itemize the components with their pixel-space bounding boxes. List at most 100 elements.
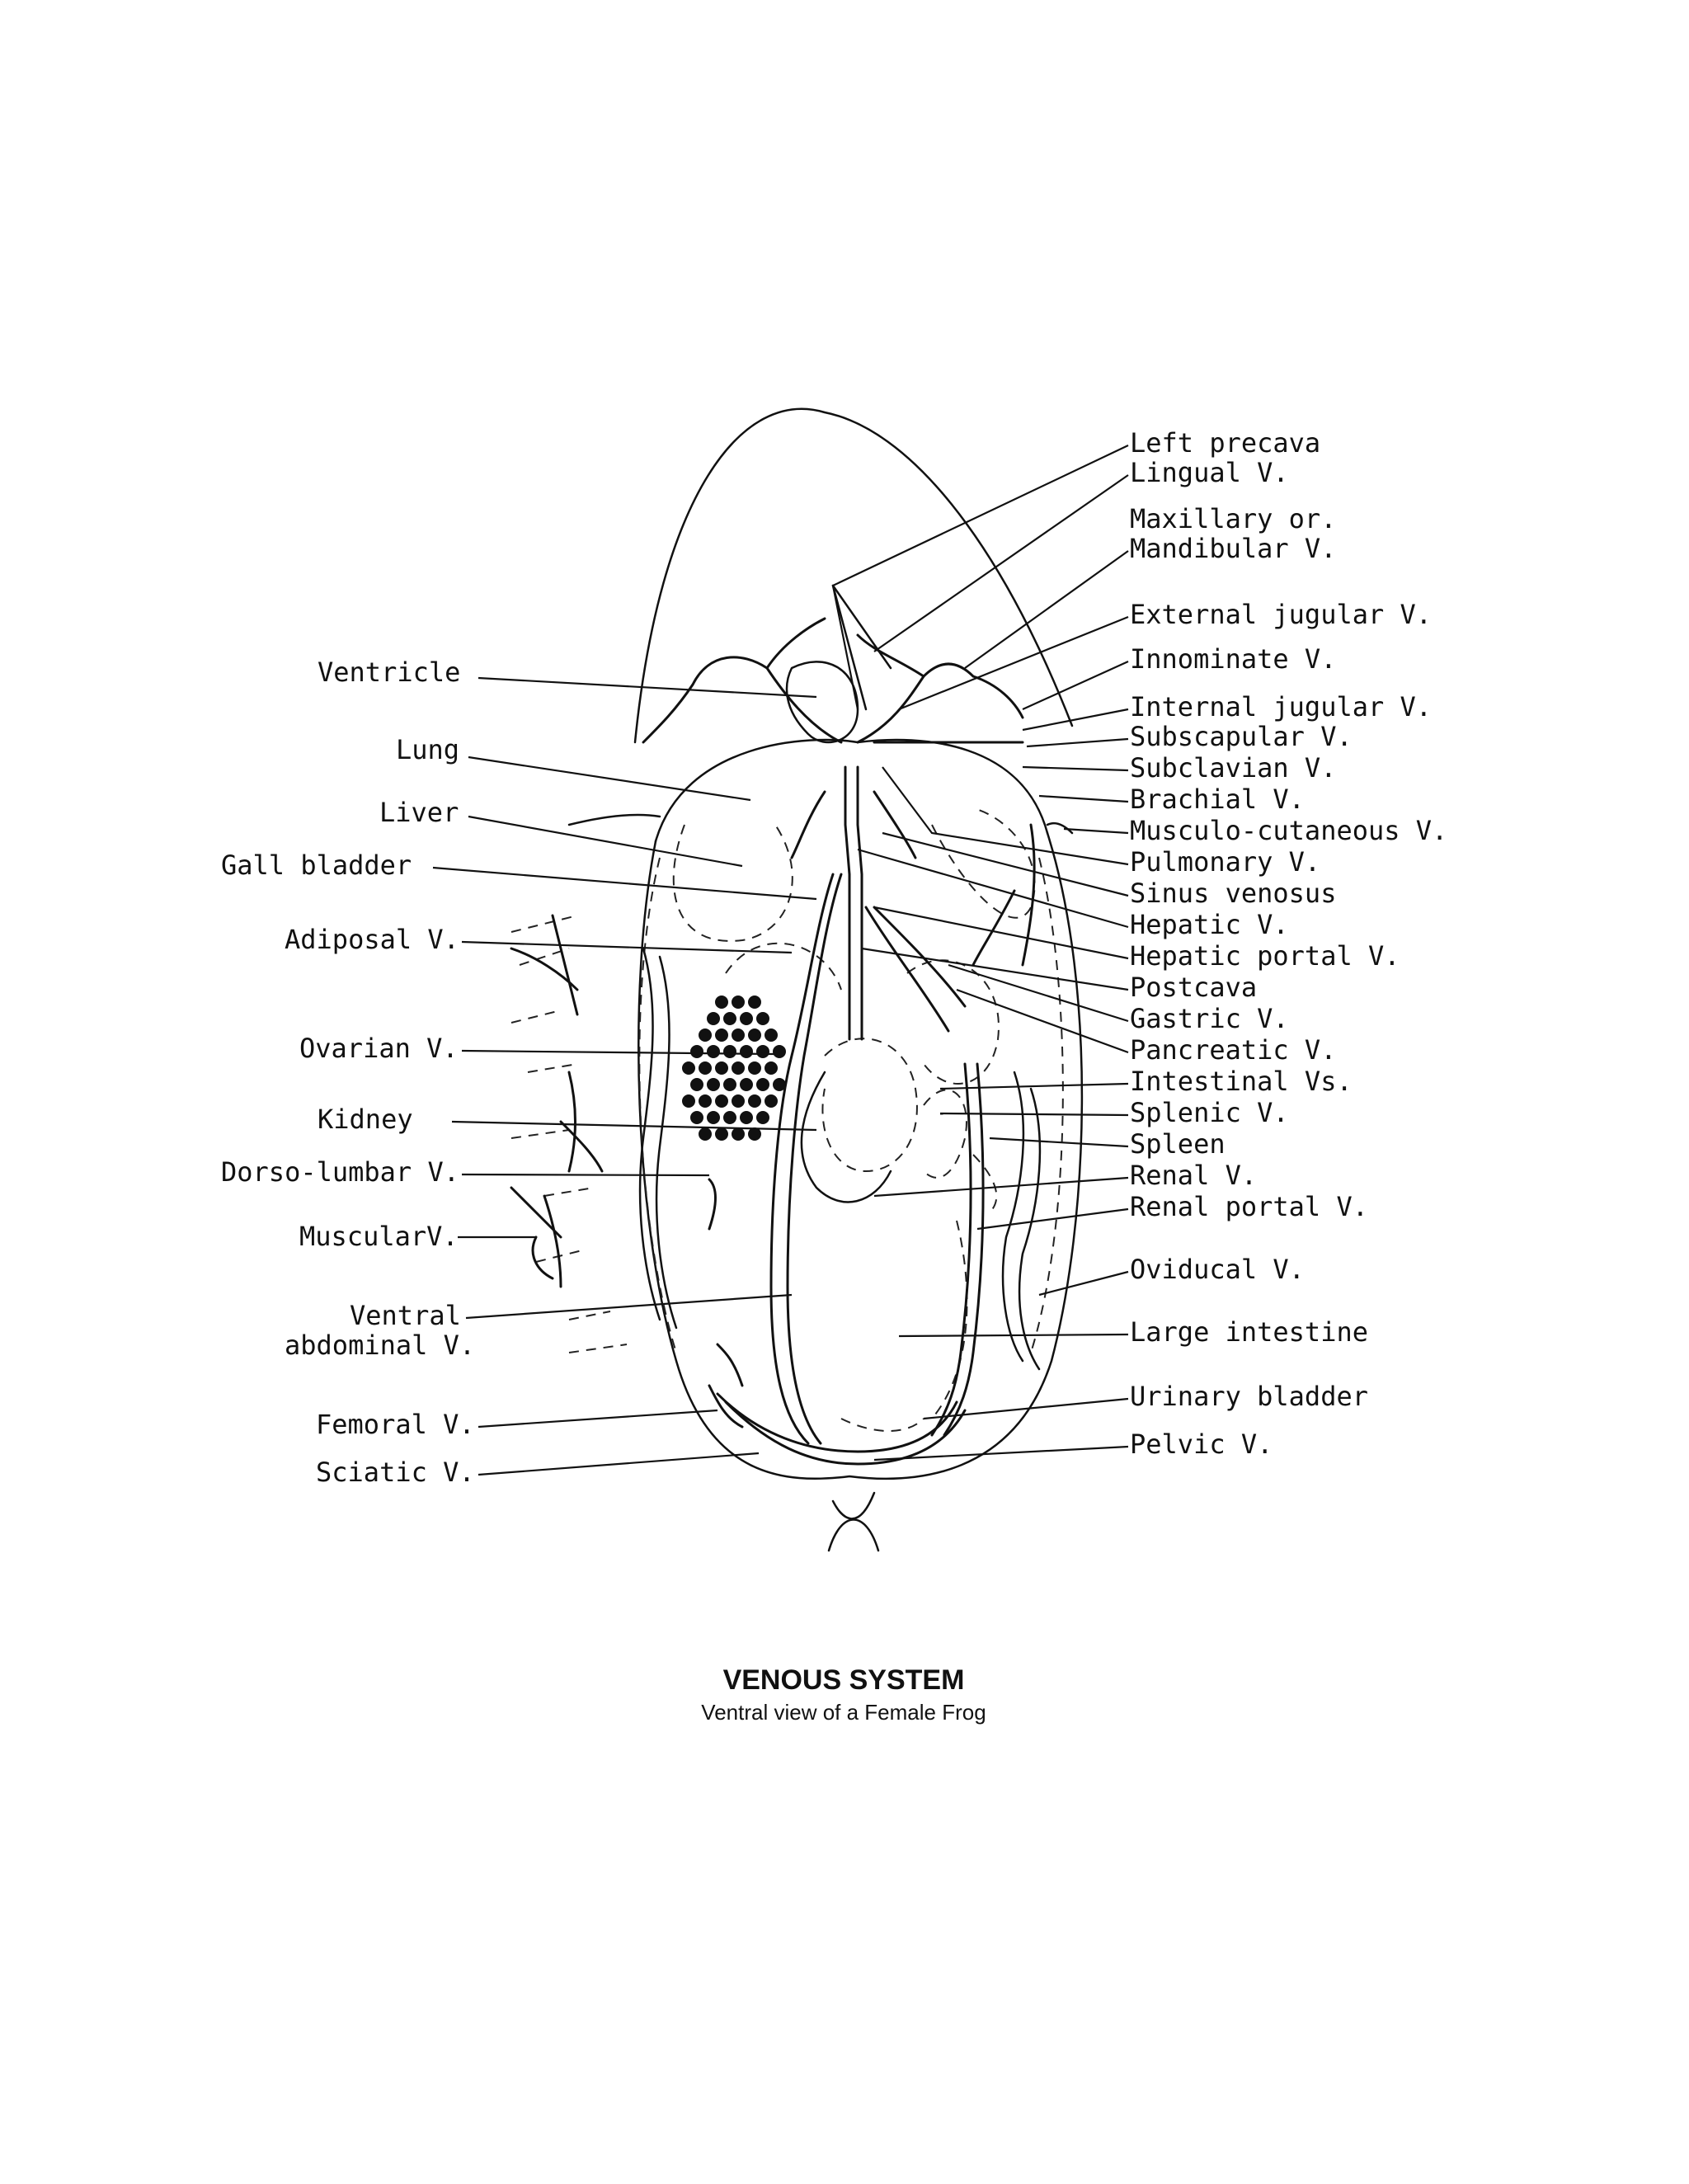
label-pulmonary-v: Pulmonary V.: [1130, 846, 1320, 878]
ovary-egg: [705, 1109, 722, 1126]
leader-lines-right: [831, 445, 1129, 1461]
leader-sciatic-v: [478, 1452, 760, 1476]
ovary-egg: [705, 1043, 722, 1060]
ovary-egg: [746, 1060, 763, 1076]
leader-dorso-lumbar-v: [461, 1173, 710, 1177]
leader-kidney: [451, 1120, 817, 1132]
label-mandibular-v: Mandibular V.: [1130, 533, 1336, 564]
diagram-title: VENOUS SYSTEM: [723, 1664, 965, 1696]
label-external-jugular-v: External jugular V.: [1130, 599, 1432, 630]
leader-lung: [468, 755, 751, 802]
label-gall-bladder: Gall bladder: [221, 850, 412, 881]
leader-internal-jugular-v: [1022, 708, 1129, 732]
ovary-egg: [738, 1010, 755, 1027]
leader-splenic-v: [939, 1112, 1129, 1117]
ovary-egg: [746, 1093, 763, 1109]
label-musculo-cutaneous-v: Musculo-cutaneous V.: [1130, 815, 1447, 846]
leader-renal-v: [873, 1176, 1129, 1198]
ovary-egg: [697, 1093, 713, 1109]
leader-large-intestine: [898, 1333, 1129, 1338]
ovary-egg: [746, 1027, 763, 1043]
label-maxillary: Maxillary or.: [1130, 503, 1336, 534]
ovary-egg: [722, 1043, 738, 1060]
leader-pulmonary-v: [882, 766, 1129, 866]
leader-postcava: [861, 947, 1129, 991]
label-oviducal-v: Oviducal V.: [1130, 1254, 1305, 1285]
label-hepatic-portal-v: Hepatic portal V.: [1130, 940, 1400, 972]
label-pancreatic-v: Pancreatic V.: [1130, 1034, 1336, 1066]
label-renal-portal-v: Renal portal V.: [1130, 1191, 1368, 1222]
leader-pancreatic-v: [956, 988, 1129, 1054]
ovary-egg: [722, 1076, 738, 1093]
label-dorso-lumbar-v: Dorso-lumbar V.: [221, 1156, 459, 1188]
ovary-egg: [763, 1093, 779, 1109]
label-brachial-v: Brachial V.: [1130, 784, 1305, 815]
ovary-egg: [730, 1060, 746, 1076]
ovary-egg: [713, 994, 730, 1010]
leader-subscapular-v: [1026, 737, 1129, 748]
label-lingual-v: Lingual V.: [1130, 457, 1289, 488]
ovary-egg: [730, 1027, 746, 1043]
ovary-egg: [697, 1126, 713, 1142]
leader-liver: [468, 815, 743, 868]
label-liver: Liver: [379, 797, 459, 828]
ovary-egg: [763, 1027, 779, 1043]
labels-left: Ventricle Lung Liver Gall bladder Adipos…: [221, 657, 475, 1488]
label-sinus-venosus: Sinus venosus: [1130, 878, 1336, 909]
ovary-egg: [763, 1060, 779, 1076]
label-internal-jugular-v: Internal jugular V.: [1130, 691, 1432, 723]
ovary-egg: [722, 1109, 738, 1126]
ovary-egg: [771, 1043, 788, 1060]
ovary-egg: [705, 1076, 722, 1093]
leader-ovarian-v: [461, 1049, 776, 1056]
label-intestinal-vs: Intestinal Vs.: [1130, 1066, 1353, 1097]
ovary-egg: [738, 1076, 755, 1093]
ovary-egg: [738, 1043, 755, 1060]
ovary: [680, 994, 788, 1142]
ovary-egg: [755, 1109, 771, 1126]
ovary-egg: [730, 1093, 746, 1109]
label-abdominal-v: abdominal V.: [285, 1330, 475, 1361]
ovary-egg: [705, 1010, 722, 1027]
label-innominate-v: Innominate V.: [1130, 643, 1336, 675]
leader-subclavian-v: [1022, 765, 1129, 772]
ovary-egg: [730, 994, 746, 1010]
label-ovarian-v: Ovarian V.: [299, 1033, 459, 1064]
label-left-precava: Left precava: [1130, 427, 1320, 459]
label-kidney: Kidney: [318, 1104, 413, 1135]
leader-hepatic-portal-v: [873, 906, 1129, 960]
leader-adiposal-v: [461, 940, 793, 954]
leader-sinus-venosus: [882, 831, 1129, 897]
leader-musculo-cutaneous-v: [1063, 827, 1129, 835]
label-adiposal-v: Adiposal V.: [285, 924, 459, 955]
label-subscapular-v: Subscapular V.: [1130, 721, 1353, 752]
leader-pelvic-v: [873, 1445, 1129, 1461]
leader-spleen: [989, 1137, 1129, 1148]
leader-left-precava: [831, 445, 1129, 710]
leader-femoral-v: [478, 1409, 718, 1429]
label-pelvic-v: Pelvic V.: [1130, 1429, 1273, 1460]
leader-external-jugular-v: [898, 615, 1129, 711]
organ-outlines: [510, 807, 1074, 1432]
label-hepatic-v: Hepatic V.: [1130, 909, 1289, 940]
ovary-egg: [689, 1109, 705, 1126]
ovary-egg: [713, 1027, 730, 1043]
leader-innominate-v: [1022, 660, 1129, 711]
ovary-egg: [680, 1093, 697, 1109]
label-lung: Lung: [396, 734, 459, 765]
label-large-intestine: Large intestine: [1130, 1316, 1368, 1348]
label-ventral: Ventral: [350, 1300, 461, 1331]
leader-ventral-abdominal-v: [465, 1293, 793, 1320]
ovary-egg: [713, 1126, 730, 1142]
labels-right: Left precava Lingual V. Maxillary or. Ma…: [1130, 427, 1447, 1460]
leader-urinary-bladder: [923, 1397, 1129, 1420]
ovary-egg: [755, 1010, 771, 1027]
ovary-egg: [697, 1027, 713, 1043]
ovary-egg: [755, 1043, 771, 1060]
ovary-egg: [713, 1060, 730, 1076]
ovary-egg: [746, 994, 763, 1010]
ovary-egg: [680, 1060, 697, 1076]
label-splenic-v: Splenic V.: [1130, 1097, 1289, 1128]
label-urinary-bladder: Urinary bladder: [1130, 1381, 1368, 1412]
